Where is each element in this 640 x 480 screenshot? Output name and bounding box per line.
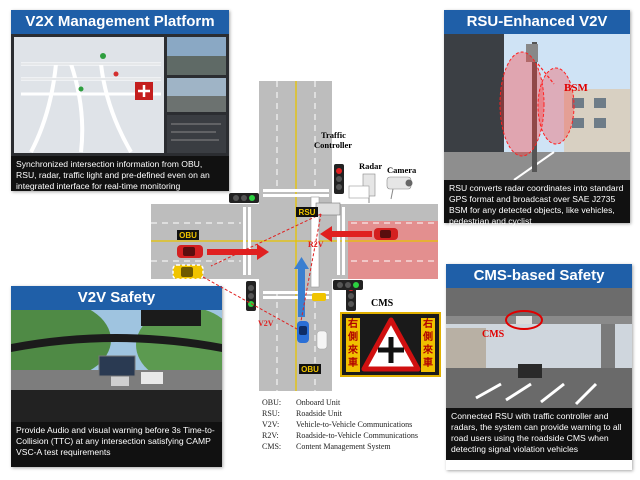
- yellow-car-bottom: [312, 293, 326, 301]
- red-arrow-right: [320, 226, 372, 242]
- camera-label: Camera: [387, 165, 417, 175]
- rsu-enhanced-title: RSU-Enhanced V2V: [444, 10, 630, 34]
- intersection-diagram: OBU OBU RSU R2V V2V Traffic Controller R…: [151, 81, 438, 391]
- v2v-dashboard-photo: [11, 310, 222, 422]
- rsu-enhanced-panel: RSU-Enhanced V2V BSM RSU converts radar …: [444, 10, 630, 226]
- cms-safety-title: CMS-based Safety: [446, 264, 632, 288]
- traffic-controller-box: [348, 185, 370, 199]
- traffic-light-top: [334, 164, 344, 194]
- obu-top-badge: [177, 230, 199, 240]
- cms-diagram-label: CMS: [371, 298, 394, 309]
- traffic-light-bottom: [333, 280, 363, 290]
- v2v-label: V2V: [258, 319, 274, 328]
- yellow-car-ghost: [172, 264, 204, 280]
- traffic-controller-label-text-2: Controller: [314, 140, 352, 150]
- crosswalks: [243, 189, 345, 299]
- r2v-label: R2V: [308, 240, 324, 249]
- cms-safety-panel: CMS-based Safety CMS Connected RSU with …: [446, 264, 632, 470]
- legend-row: R2V:Roadside-to-Vehicle Communications: [262, 431, 418, 440]
- red-car-right: [374, 228, 398, 240]
- rsu-pole: [310, 196, 320, 288]
- cms-sign-left-text: 右側來車: [346, 318, 360, 372]
- cms-overpass-photo: [446, 288, 632, 408]
- white-car-bottom: [316, 330, 328, 350]
- traffic-light-left: [229, 193, 259, 203]
- rsu-label: RSU: [299, 208, 316, 217]
- v2x-management-caption: Synchronized intersection information fr…: [11, 156, 229, 191]
- blue-arrow-up: [294, 257, 309, 317]
- r2v-link-left: [210, 213, 322, 267]
- radar-label: Radar: [359, 161, 382, 171]
- bsm-label: BSM: [564, 82, 588, 94]
- legend-row: OBU:Onboard Unit: [262, 398, 341, 407]
- red-arrow-left: [207, 244, 269, 260]
- v2v-safety-panel: V2V Safety Provide Audio and visual warn…: [11, 286, 222, 467]
- cms-safety-caption: Connected RSU with traffic controller an…: [446, 408, 632, 460]
- obu-bottom-badge: [299, 364, 321, 374]
- r2v-link-bottom: [300, 213, 322, 322]
- blue-car-bottom: [297, 321, 309, 343]
- traffic-light-bottom-left: [246, 281, 256, 311]
- traffic-controller-label-text: Traffic: [321, 130, 346, 140]
- legend-row: V2V:Vehicle-to-Vehicle Communications: [262, 420, 413, 429]
- v2x-management-title: V2X Management Platform: [11, 10, 229, 34]
- v2v-safety-title: V2V Safety: [11, 286, 222, 310]
- traffic-controller-label: Traffic Controller: [314, 130, 352, 150]
- abbreviation-legend: OBU:Onboard Unit RSU:Roadside Unit V2V:V…: [262, 397, 418, 452]
- red-car-left: [177, 245, 203, 258]
- v2x-management-panel: V2X Management Platform Synchronized int…: [11, 10, 229, 191]
- roadside-unit-box: [315, 202, 341, 216]
- v2v-safety-caption: Provide Audio and visual warning before …: [11, 422, 222, 467]
- rsu-street-photo: [444, 34, 630, 180]
- legend-row: CMS:Content Management System: [262, 442, 391, 451]
- camera-icon: [386, 176, 413, 200]
- rsu-enhanced-caption: RSU converts radar coordinates into stan…: [444, 180, 630, 226]
- cms-sign: 右側來車 右側來車: [340, 312, 441, 377]
- cms-photo-label: CMS: [482, 329, 505, 340]
- cms-sign-right-text: 右側來車: [421, 318, 435, 372]
- legend-row: RSU:Roadside Unit: [262, 409, 342, 418]
- obu-top-label: OBU: [179, 231, 197, 240]
- v2v-link: [202, 276, 298, 330]
- obu-bottom-label: OBU: [301, 365, 319, 374]
- warning-triangle-icon: [361, 317, 421, 372]
- rsu-badge: [296, 207, 318, 217]
- v2x-management-screenshot: [11, 34, 229, 156]
